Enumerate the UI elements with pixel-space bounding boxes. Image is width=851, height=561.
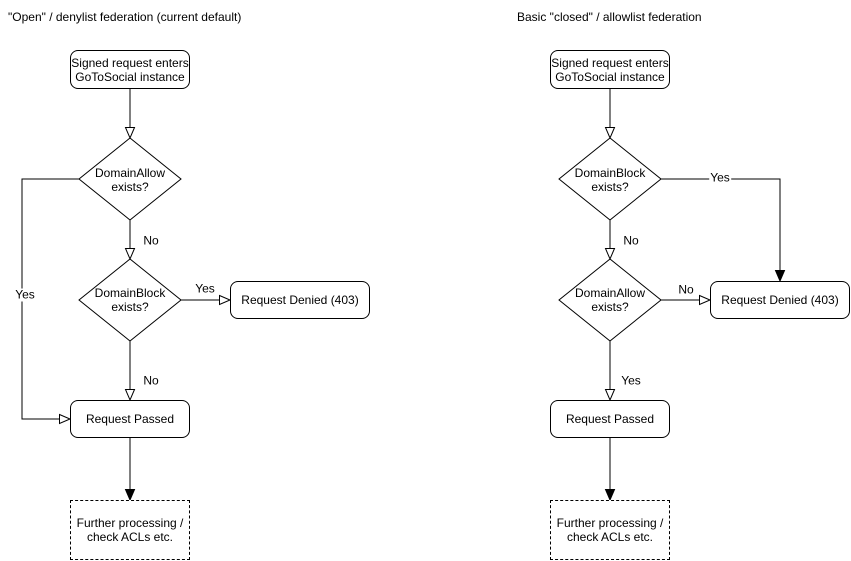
left-denied-node: Request Denied (403) (230, 281, 370, 319)
right-further-processing-node: Further processing / check ACLs etc. (550, 500, 670, 560)
right-decision2-diamond (558, 258, 662, 342)
left-decision1-diamond (78, 137, 182, 221)
right-decision1-label: DomainBlock exists? (574, 166, 646, 194)
left-passed-node: Request Passed (70, 400, 190, 438)
left-decision2-yes-label: Yes (194, 281, 216, 296)
right-decision1-yes-label: Yes (709, 170, 731, 185)
left-further-processing-node: Further processing / check ACLs etc. (70, 500, 190, 560)
right-decision2-yes-label: Yes (620, 373, 642, 388)
left-decision1-no-label: No (142, 233, 160, 248)
right-decision2-no-label: No (677, 282, 695, 297)
right-denied-node: Request Denied (403) (710, 281, 850, 319)
left-decision2-diamond (78, 258, 182, 342)
right-decision1-diamond (558, 137, 662, 221)
right-edge-decision1-yes-to-denied (661, 178, 786, 283)
left-decision2-no-label: No (142, 373, 160, 388)
right-start-node: Signed request enters GoToSocial instanc… (550, 50, 670, 89)
left-decision1-yes-label: Yes (14, 287, 36, 302)
right-decision2-label: DomainAllow exists? (574, 286, 646, 314)
right-chart-title: Basic "closed" / allowlist federation (517, 10, 702, 24)
left-decision1-label: DomainAllow exists? (94, 166, 166, 194)
left-start-node: Signed request enters GoToSocial instanc… (70, 50, 190, 89)
left-decision2-label: DomainBlock exists? (94, 286, 166, 314)
right-decision1-no-label: No (622, 233, 640, 248)
right-passed-node: Request Passed (550, 400, 670, 438)
left-chart-title: "Open" / denylist federation (current de… (8, 10, 242, 24)
